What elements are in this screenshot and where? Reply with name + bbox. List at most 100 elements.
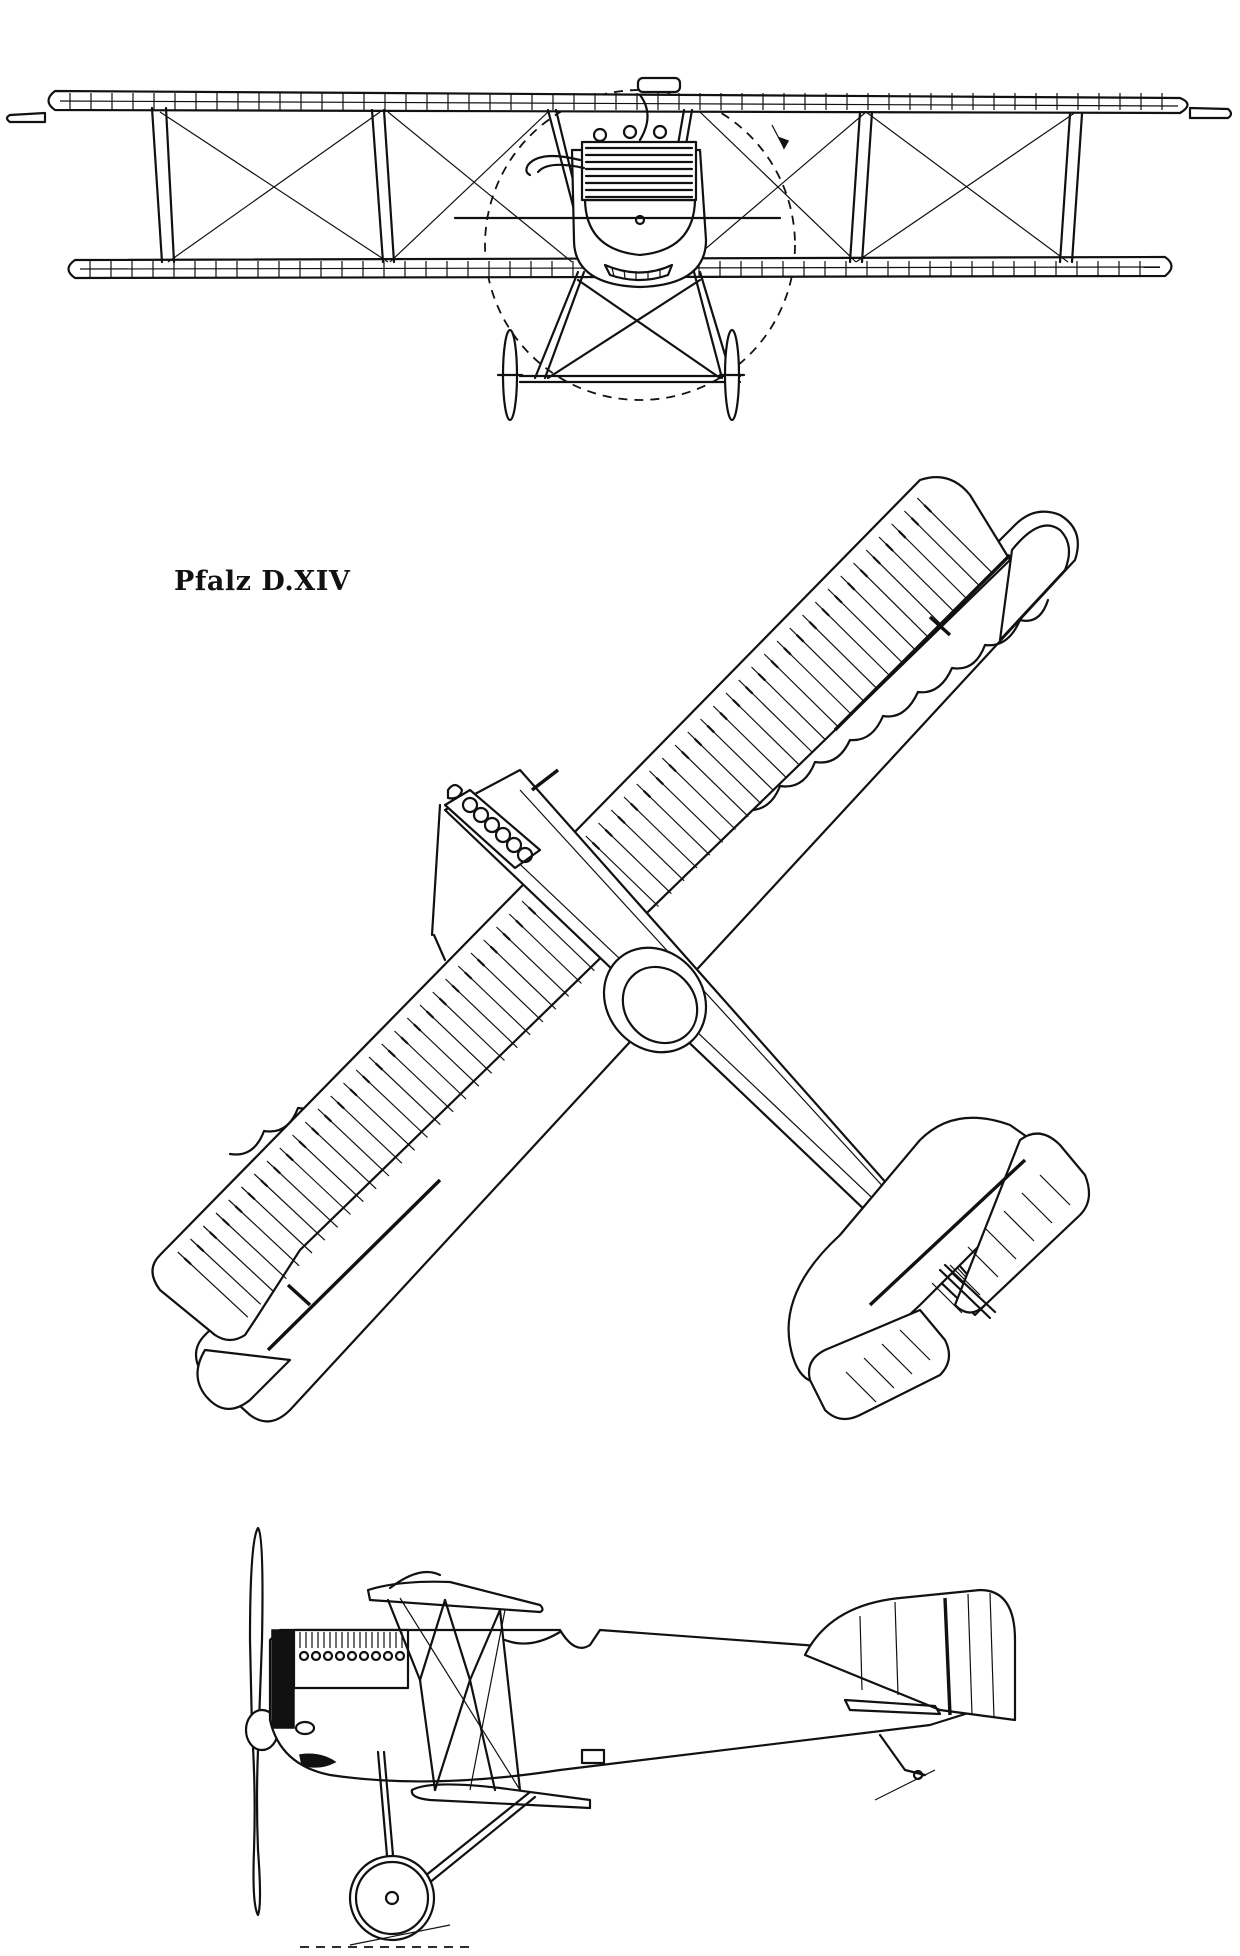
landing-gear-front [518,270,742,384]
detail-line [311,1127,320,1136]
detail-line [604,828,613,837]
detail-line [400,1036,409,1045]
detail-line [260,1179,269,1188]
detail-line [642,790,652,798]
detail-line [681,751,690,760]
fin-rudder [803,1588,1017,1722]
detail-line [1021,1192,1053,1224]
rudder-hinge [943,1597,952,1716]
lower-wing-side [410,1783,592,1810]
detail-line [719,712,728,721]
detail-line [438,997,447,1006]
engine-cylinder [505,836,523,854]
plan-view [151,476,1091,1423]
detail-line [234,1205,243,1213]
detail-line [591,841,600,850]
engine-detail [358,1650,370,1662]
detail-line [898,530,907,539]
detail-line [489,945,498,954]
engine-detail [334,1650,346,1662]
engine-detail [346,1650,358,1662]
propeller-disc [484,89,796,401]
detail-line [859,569,869,578]
detail-line [247,1192,256,1200]
engine-detail [382,1650,394,1662]
engine-cylinder [472,806,490,824]
detail-line [821,608,830,617]
detail-line [910,517,920,526]
exhaust-pipe [525,154,582,177]
detail-line [617,815,626,824]
detail-line [464,971,473,980]
right-aileron-hinge [833,553,1012,732]
side-view [244,1526,1017,1948]
detail-line [923,504,932,513]
detail-line [387,1049,396,1058]
detail-line [808,621,817,630]
detail-line [413,1023,422,1032]
detail-line [477,958,486,967]
elevator-left [807,1308,951,1421]
detail-line [757,673,766,682]
detail-line [515,919,524,928]
gravity-tank [636,76,682,94]
detail-line [706,725,715,734]
lower-wing-tip-left [196,1348,292,1410]
engine-detail [370,1650,382,1662]
detail-line [949,1264,981,1296]
detail-line [528,906,537,915]
engine-cylinder [516,846,534,864]
left-aileron-tip [5,111,47,124]
detail-line [655,777,664,785]
engine-cylinder [461,796,479,814]
detail-line [847,582,856,591]
detail-line [1039,1174,1071,1206]
fuselage-side [268,1628,1012,1783]
detail-line [899,1329,931,1361]
detail-line [1003,1210,1035,1242]
detail-line [745,686,754,695]
wheels-front [496,328,746,422]
cowling-front [583,198,697,257]
detail-line [770,660,779,669]
engine-cooling-fins [584,146,694,199]
elevator-hinge [868,1158,1027,1307]
engine-cylinder [483,816,501,834]
marking-box [580,1748,606,1765]
front-view [5,76,1233,422]
detail-line [298,1140,307,1149]
detail-line [336,1101,345,1110]
upper-wing-side [366,1580,544,1614]
detail-line [221,1218,230,1226]
bracing-wires [159,111,1077,263]
detail-line [183,1257,192,1265]
left-aileron-hinge [266,1178,442,1352]
detail-line [732,699,741,708]
wheel-side [348,1854,436,1942]
engine-detail [394,1650,406,1662]
upper-wing-front [47,89,1189,115]
detail-line [349,1088,358,1097]
lower-wing-tip-right [998,524,1071,642]
engine-cylinder [494,826,512,844]
tail-ribs [845,1174,1071,1403]
side-struts [386,1598,522,1792]
detail-line [426,1010,434,1019]
rudder-plan [938,1268,992,1320]
right-aileron-tip [1188,106,1233,120]
detail-line [881,1343,913,1375]
detail-line [796,634,805,643]
detail-line [967,1246,999,1278]
detail-line [375,1062,383,1071]
engine-detail [310,1650,322,1662]
interplane-struts [150,106,1084,264]
detail-line [196,1244,205,1252]
detail-line [985,1228,1017,1260]
engine-detail [298,1650,310,1662]
engine-block-front [580,140,698,202]
engine-detail [322,1650,334,1662]
detail-line [362,1075,371,1084]
detail-line [693,738,703,747]
detail-line [324,1114,332,1123]
detail-line [451,984,460,993]
